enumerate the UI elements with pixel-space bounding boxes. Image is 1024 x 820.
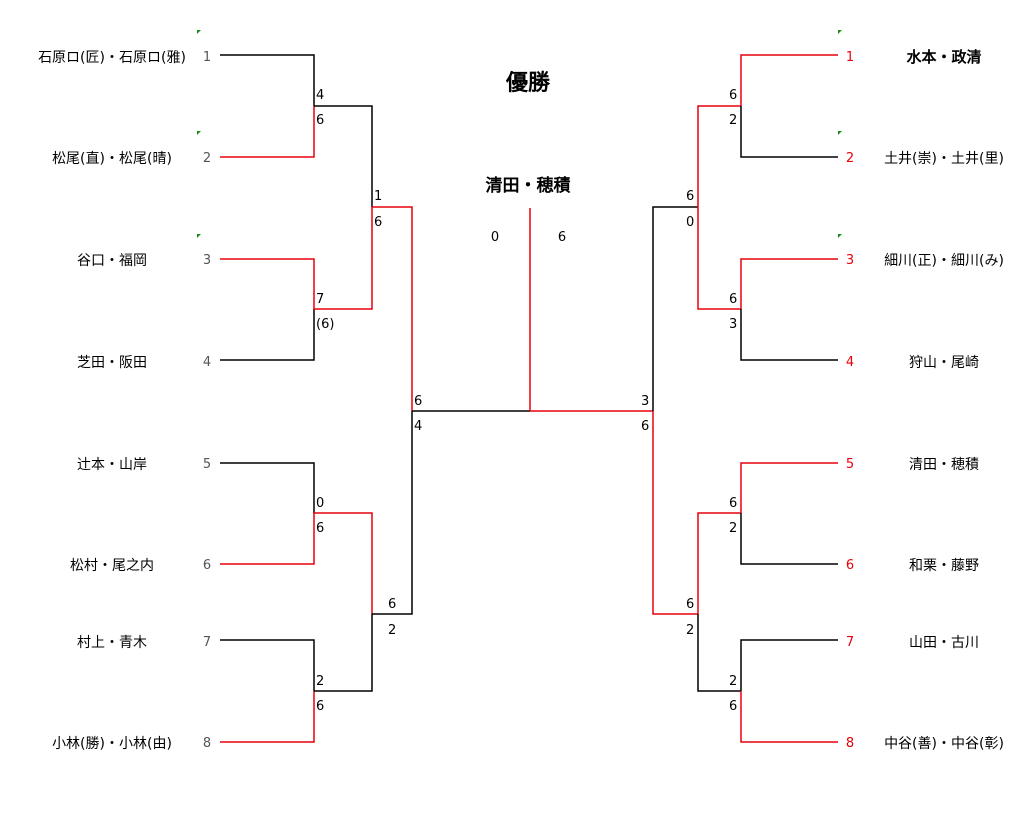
right-r2-score-1a: 6 bbox=[686, 189, 694, 204]
comment-marker-icon bbox=[197, 131, 201, 135]
right-r1-score-1a: 6 bbox=[729, 88, 737, 103]
left-seed-8: 8 bbox=[203, 736, 211, 751]
right-r2-score-1b: 0 bbox=[686, 215, 694, 230]
right-r2-match-2 bbox=[697, 512, 741, 692]
right-r2-score-2a: 6 bbox=[686, 597, 694, 612]
left-r1-score-3b: 6 bbox=[316, 521, 324, 536]
right-sf-score-a: 3 bbox=[641, 394, 649, 409]
left-seed-6: 6 bbox=[203, 558, 211, 573]
left-team-name-5: 辻本・山岸 bbox=[77, 457, 147, 473]
right-team-name-4: 狩山・尾崎 bbox=[909, 355, 979, 371]
left-r2-match-1 bbox=[314, 105, 373, 310]
left-team-name-4: 芝田・阪田 bbox=[77, 355, 147, 371]
final-score-left: 0 bbox=[491, 230, 499, 245]
comment-marker-icon bbox=[197, 30, 201, 34]
right-r1-score-3a: 6 bbox=[729, 496, 737, 511]
comment-marker-icon bbox=[838, 131, 842, 135]
left-sf-score-a: 6 bbox=[414, 394, 422, 409]
left-r1-score-1b: 6 bbox=[316, 113, 324, 128]
left-seed-5: 5 bbox=[203, 457, 211, 472]
left-team-name-8: 小林(勝)・小林(由) bbox=[52, 736, 172, 752]
left-seed-1: 1 bbox=[203, 50, 211, 65]
left-sf-score-b: 4 bbox=[414, 419, 422, 434]
right-r1-score-2b: 3 bbox=[729, 317, 737, 332]
right-seed-8: 8 bbox=[846, 736, 854, 751]
comment-marker-icon bbox=[197, 234, 201, 238]
left-r1-score-4a: 2 bbox=[316, 674, 324, 689]
right-r1-score-4a: 2 bbox=[729, 674, 737, 689]
left-seed-7: 7 bbox=[203, 635, 211, 650]
right-r1-score-4b: 6 bbox=[729, 699, 737, 714]
comment-marker-icon bbox=[838, 30, 842, 34]
left-semifinal bbox=[372, 206, 413, 615]
right-r1-score-3b: 2 bbox=[729, 521, 737, 536]
left-team-name-1: 石原ロ(匠)・石原ロ(雅) bbox=[38, 50, 186, 66]
final-score-right: 6 bbox=[558, 230, 566, 245]
right-seed-5: 5 bbox=[846, 457, 854, 472]
left-seed-2: 2 bbox=[203, 151, 211, 166]
cell-marker-icons bbox=[197, 30, 842, 238]
final-lines bbox=[412, 208, 653, 412]
right-semifinal bbox=[652, 206, 698, 615]
right-r2-match-1 bbox=[697, 105, 741, 310]
right-r1-match-2 bbox=[740, 258, 838, 361]
right-seed-4: 4 bbox=[846, 355, 854, 370]
right-seed-7: 7 bbox=[846, 635, 854, 650]
left-r1-match-4 bbox=[220, 639, 315, 743]
right-team-name-2: 土井(崇)・土井(里) bbox=[884, 151, 1004, 167]
right-seed-2: 2 bbox=[846, 151, 854, 166]
left-team-name-6: 松村・尾之内 bbox=[70, 558, 154, 574]
left-team-name-7: 村上・青木 bbox=[77, 635, 147, 651]
left-r2-score-2a: 6 bbox=[388, 597, 396, 612]
left-r1-score-2a: 7 bbox=[316, 292, 324, 307]
left-team-name-3: 谷口・福岡 bbox=[77, 253, 147, 269]
right-r1-match-4 bbox=[740, 639, 838, 743]
left-team-name-2: 松尾(直)・松尾(晴) bbox=[52, 150, 172, 167]
right-team-name-6: 和栗・藤野 bbox=[909, 558, 979, 574]
right-r1-match-1 bbox=[740, 54, 838, 158]
left-seed-3: 3 bbox=[203, 253, 211, 268]
left-seed-4: 4 bbox=[203, 355, 211, 370]
right-seed-6: 6 bbox=[846, 558, 854, 573]
right-team-name-8: 中谷(善)・中谷(彰) bbox=[884, 735, 1004, 752]
right-seed-1: 1 bbox=[846, 50, 854, 65]
left-r1-score-2b: (6) bbox=[316, 317, 334, 332]
comment-marker-icon bbox=[838, 234, 842, 238]
right-team-name-1: 水本・政清 bbox=[906, 48, 981, 66]
right-r1-score-1b: 2 bbox=[729, 113, 737, 128]
left-r1-match-1 bbox=[220, 54, 315, 158]
champion-name: 清田・穂積 bbox=[486, 175, 572, 196]
right-r1-match-3 bbox=[740, 462, 838, 565]
bracket-title: 優勝 bbox=[505, 71, 551, 96]
left-r1-match-3 bbox=[220, 462, 315, 565]
left-r2-score-1a: 1 bbox=[374, 189, 382, 204]
right-team-name-3: 細川(正)・細川(み) bbox=[884, 253, 1004, 269]
left-r2-score-2b: 2 bbox=[388, 623, 396, 638]
left-r1-score-3a: 0 bbox=[316, 496, 324, 511]
left-r1-score-4b: 6 bbox=[316, 699, 324, 714]
left-r2-match-2 bbox=[314, 512, 373, 692]
right-seed-3: 3 bbox=[846, 253, 854, 268]
left-r1-match-2 bbox=[220, 258, 315, 361]
left-r1-score-1a: 4 bbox=[316, 88, 324, 103]
right-r2-score-2b: 2 bbox=[686, 623, 694, 638]
right-team-name-5: 清田・穂積 bbox=[909, 457, 979, 473]
right-team-name-7: 山田・古川 bbox=[909, 635, 979, 651]
right-sf-score-b: 6 bbox=[641, 419, 649, 434]
left-r2-score-1b: 6 bbox=[374, 215, 382, 230]
right-r1-score-2a: 6 bbox=[729, 292, 737, 307]
